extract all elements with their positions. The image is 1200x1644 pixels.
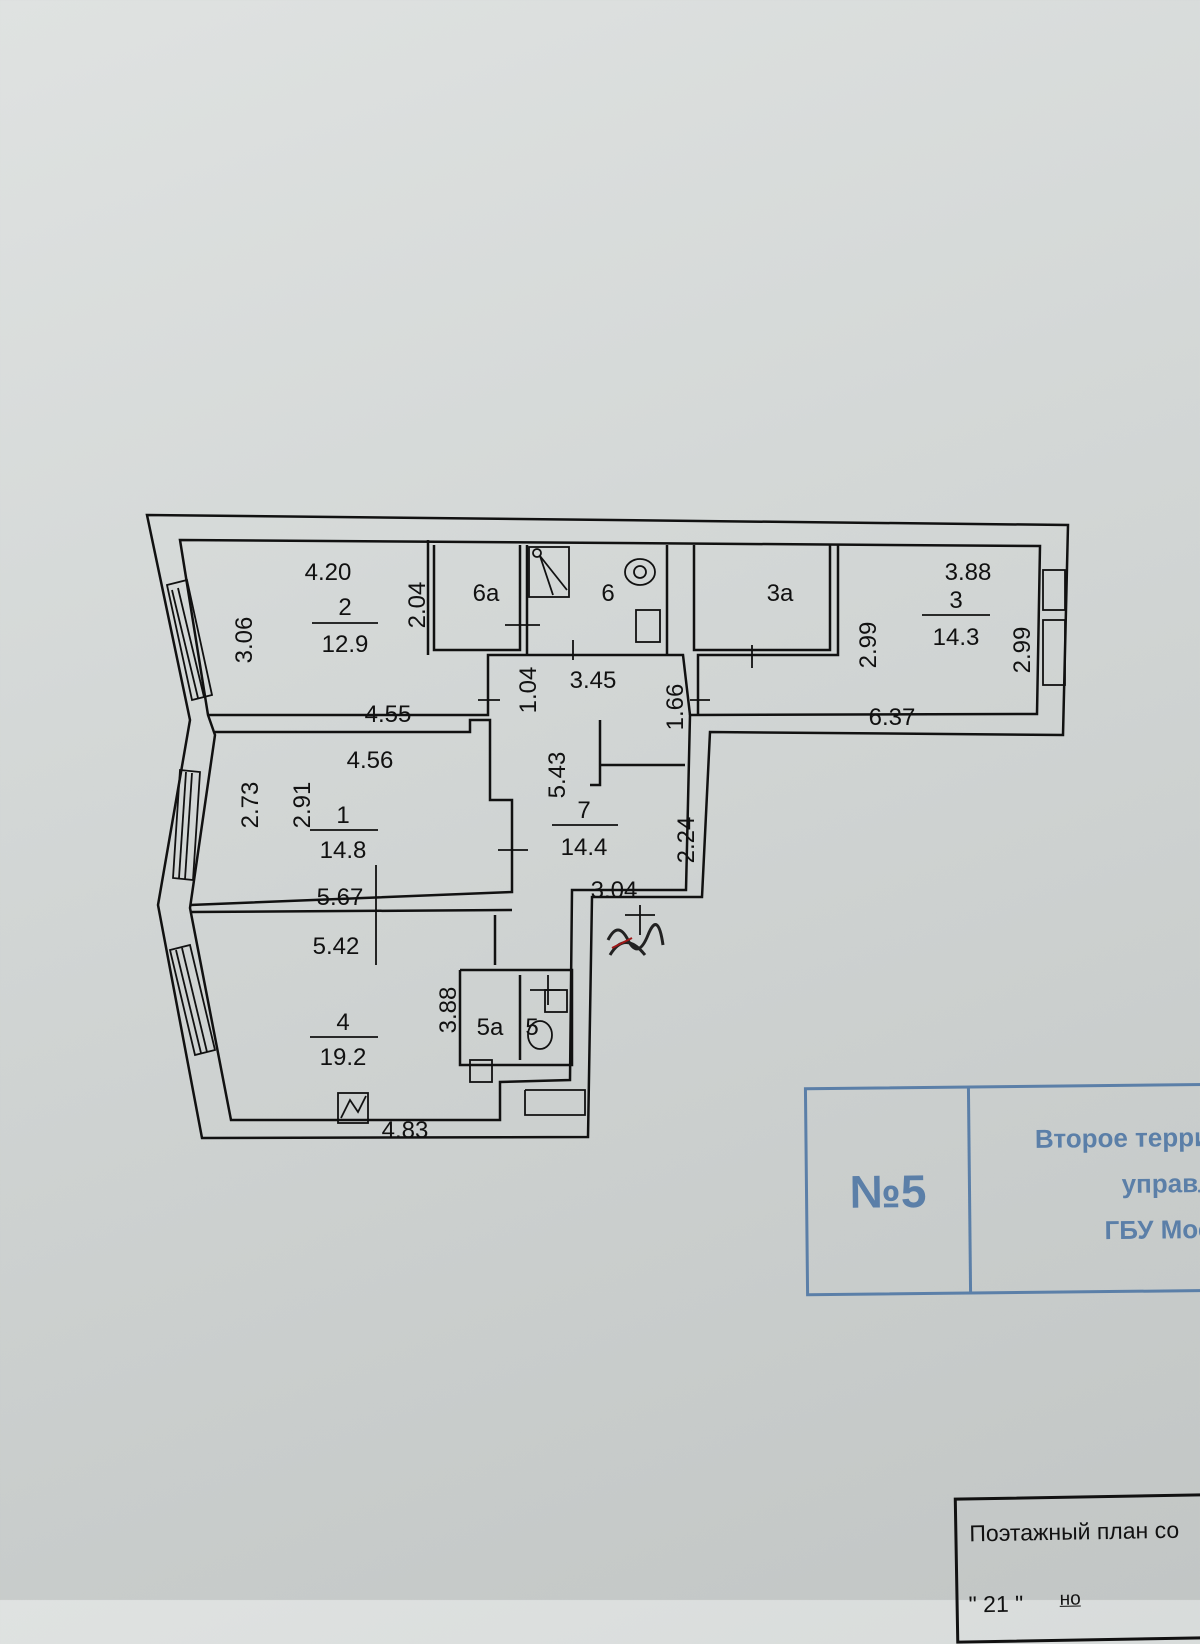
dim-r1-inner: 2.91 (289, 782, 316, 829)
dim-r1-left: 2.73 (237, 782, 264, 829)
fixtures (337, 546, 661, 1124)
room-5-label: 5 (525, 1014, 538, 1041)
room-5a-label: 5a (477, 1014, 504, 1041)
shower-icon (528, 546, 570, 598)
dim-r4-top: 5.42 (313, 933, 360, 960)
floor-plan: 2 12.9 1 14.8 4 19.2 3 14.3 7 14.4 6a 6 … (145, 513, 1070, 1144)
inner-wall (178, 538, 1042, 1122)
dim-hall-b: 3.45 (570, 667, 617, 694)
dim-r2-bottom: 4.55 (365, 701, 412, 728)
sink-icon (469, 1059, 493, 1083)
sink-icon (635, 609, 661, 643)
room-4-area: 19.2 (320, 1044, 367, 1071)
date-partial: но (1059, 1588, 1081, 1610)
title-block-date: " 21 " но (968, 1588, 1081, 1618)
dimensions: 4.20 3.06 2.04 4.55 4.56 2.73 2.91 5.67 … (231, 559, 1036, 1144)
dim-hall-f: 3.04 (591, 877, 638, 904)
red-mark (611, 937, 633, 949)
dim-r3-left: 2.99 (855, 622, 882, 669)
dim-hall-a: 1.04 (515, 667, 542, 714)
dim-r2-right: 2.04 (404, 582, 431, 629)
interior-walls (189, 540, 840, 1116)
room-3-number: 3 (949, 587, 962, 614)
dim-hall-e: 2.24 (673, 817, 700, 864)
room-2-number: 2 (338, 594, 351, 621)
date-day: " 21 " (968, 1590, 1024, 1618)
dim-r1-bottom: 5.67 (317, 884, 364, 911)
dim-hall-c: 1.66 (662, 684, 689, 731)
dim-hall-d: 5.43 (544, 752, 571, 799)
dim-r1-top: 4.56 (347, 747, 394, 774)
registration-stamp: №5 Второе терри управл ГБУ Мос (803, 1082, 1200, 1297)
windows (165, 569, 1066, 1057)
dim-r3-right: 2.99 (1009, 627, 1036, 674)
dim-r2-left: 3.06 (231, 617, 258, 664)
room-2-area: 12.9 (322, 631, 369, 658)
dim-r3-bottom: 6.37 (869, 704, 916, 731)
dim-r4-bottom: 4.83 (382, 1117, 429, 1144)
stamp-line-1: Второе терри (1034, 1121, 1200, 1154)
room-4-number: 4 (336, 1009, 349, 1036)
room-1-area: 14.8 (320, 837, 367, 864)
stamp-text: Второе терри управл ГБУ Мос (972, 1113, 1200, 1254)
room-3a-label: 3a (767, 580, 794, 607)
dim-r3-top: 3.88 (945, 559, 992, 586)
toilet-icon (527, 1020, 553, 1050)
title-block: Поэтажный план со " 21 " но (953, 1492, 1200, 1644)
room-7-area: 14.4 (561, 834, 608, 861)
room-7-number: 7 (577, 797, 590, 824)
room-1-number: 1 (336, 802, 349, 829)
title-block-title: Поэтажный план со (969, 1516, 1180, 1547)
door-marks (375, 624, 765, 1005)
room-6a-label: 6a (473, 580, 500, 607)
room-labels: 2 12.9 1 14.8 4 19.2 3 14.3 7 14.4 6a 6 … (310, 580, 990, 1071)
stamp-line-2: управл (1121, 1167, 1200, 1199)
room-3-area: 14.3 (933, 624, 980, 651)
stamp-line-3: ГБУ Мос (1104, 1213, 1200, 1246)
room-6-label: 6 (601, 580, 614, 607)
outer-wall (145, 513, 1070, 1140)
ventilation-icon (337, 1092, 369, 1124)
dim-r4-right: 3.88 (435, 987, 462, 1034)
handwritten-mark (606, 923, 665, 956)
stamp-number: №5 (806, 1088, 973, 1294)
dim-r2-top: 4.20 (305, 559, 352, 586)
toilet-icon (624, 558, 656, 586)
